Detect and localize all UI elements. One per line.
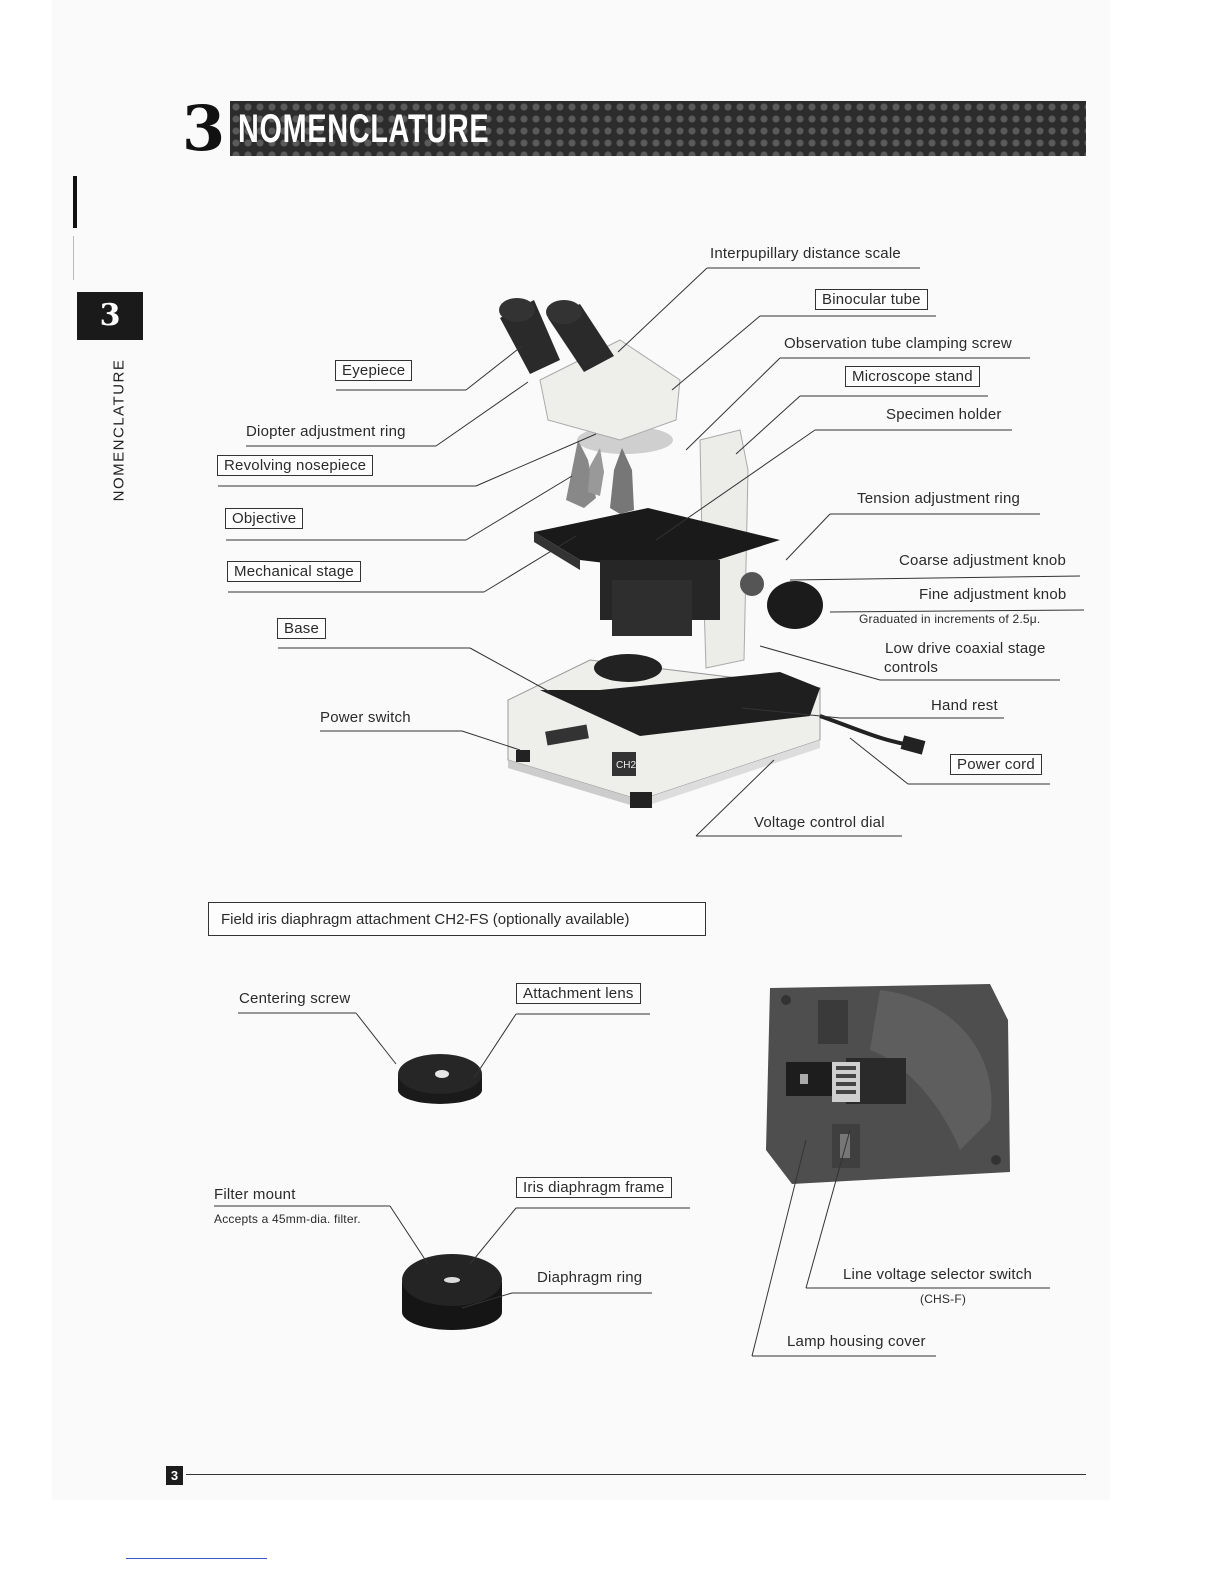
label-interpupillary-distance-scale: Interpupillary distance scale xyxy=(710,245,901,262)
label-diopter-adjustment-ring: Diopter adjustment ring xyxy=(246,423,406,440)
label-eyepiece: Eyepiece xyxy=(335,360,412,381)
label-power-switch: Power switch xyxy=(320,709,411,726)
footer-rule xyxy=(186,1474,1086,1475)
label-diaphragm-ring: Diaphragm ring xyxy=(537,1269,642,1286)
label-voltage-control-dial: Voltage control dial xyxy=(754,814,885,831)
label-coarse-adjustment-knob: Coarse adjustment knob xyxy=(899,552,1066,569)
model-badge-text: CH2 xyxy=(616,760,636,771)
label-observation-tube-clamping-screw: Observation tube clamping screw xyxy=(784,335,1012,352)
label-attachment-lens: Attachment lens xyxy=(516,983,641,1004)
label-iris-diaphragm-frame: Iris diaphragm frame xyxy=(516,1177,672,1198)
label-specimen-holder: Specimen holder xyxy=(886,406,1002,423)
footer-page-number: 3 xyxy=(166,1466,183,1485)
label-base: Base xyxy=(277,618,326,639)
label-mechanical-stage: Mechanical stage xyxy=(227,561,361,582)
field-iris-attachment-title: Field iris diaphragm attachment CH2-FS (… xyxy=(208,902,706,936)
label-filter-mount: Filter mount xyxy=(214,1186,296,1203)
label-binocular-tube: Binocular tube xyxy=(815,289,928,310)
label-line-voltage-selector-switch: Line voltage selector switch xyxy=(843,1266,1032,1283)
label-line-voltage-model: (CHS-F) xyxy=(920,1292,966,1306)
label-filter-note: Accepts a 45mm-dia. filter. xyxy=(214,1212,361,1226)
label-low-drive-controls: controls xyxy=(884,659,938,676)
label-objective: Objective xyxy=(225,508,303,529)
attachment-lens-illustration xyxy=(398,1054,482,1104)
diaphragm-ring-illustration xyxy=(402,1254,502,1330)
label-centering-screw: Centering screw xyxy=(239,990,350,1007)
label-fine-knob-graduation: Graduated in increments of 2.5μ. xyxy=(859,612,1040,626)
label-hand-rest: Hand rest xyxy=(931,697,998,714)
label-revolving-nosepiece: Revolving nosepiece xyxy=(217,455,373,476)
label-lamp-housing-cover: Lamp housing cover xyxy=(787,1333,926,1350)
label-fine-adjustment-knob: Fine adjustment knob xyxy=(919,586,1066,603)
label-microscope-stand: Microscope stand xyxy=(845,366,980,387)
label-low-drive-coaxial: Low drive coaxial stage xyxy=(885,640,1046,657)
label-tension-adjustment-ring: Tension adjustment ring xyxy=(857,490,1020,507)
bottom-underline xyxy=(126,1558,267,1559)
label-power-cord: Power cord xyxy=(950,754,1042,775)
